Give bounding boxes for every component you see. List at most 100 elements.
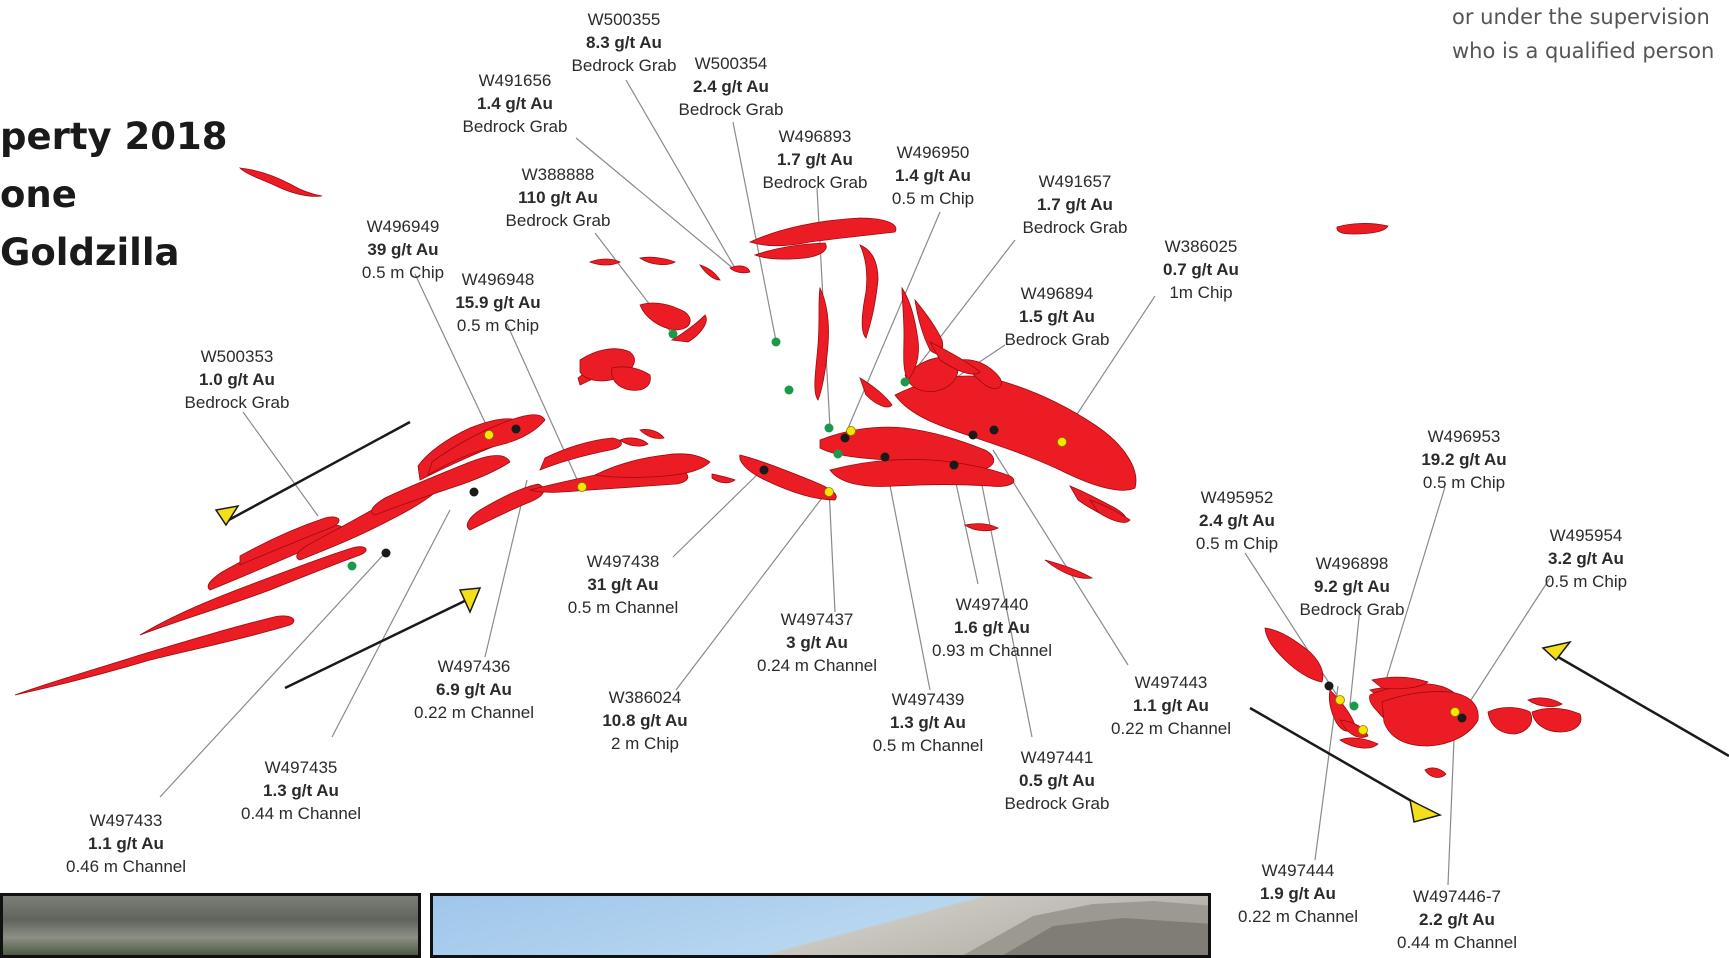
sample-point-yellow — [577, 482, 587, 492]
vein-north-1 — [748, 217, 897, 247]
vein-se-12 — [1424, 767, 1447, 778]
mountain-silhouette — [963, 901, 1208, 955]
sample-point-green — [784, 385, 794, 395]
vein-north-6 — [914, 298, 944, 354]
sample-point-black — [1324, 681, 1334, 691]
sample-id: W497439 — [891, 690, 965, 709]
sample-label: W496893 1.7 g/t Au Bedrock Grab — [763, 125, 868, 194]
sample-id: W388888 — [521, 165, 595, 184]
sample-grade: 19.2 g/t Au — [1421, 450, 1507, 469]
sample-label: W386024 10.8 g/t Au 2 m Chip — [602, 686, 687, 755]
title-line-3: Goldzilla — [0, 231, 180, 274]
sample-grade: 15.9 g/t Au — [455, 293, 541, 312]
sample-type: Bedrock Grab — [1022, 218, 1128, 237]
sample-type: 0.22 m Channel — [1110, 719, 1232, 738]
vein-east-4 — [1044, 559, 1094, 579]
sample-id: W496953 — [1427, 427, 1501, 446]
sample-point-yellow — [484, 430, 494, 440]
vein-west-4 — [239, 516, 340, 566]
sample-points — [347, 329, 1467, 735]
sample-type: 0.5 m Channel — [872, 736, 984, 755]
sample-grade: 1.1 g/t Au — [1133, 696, 1209, 715]
sample-label: W386025 0.7 g/t Au 1m Chip — [1163, 235, 1239, 304]
vein-north-8 — [929, 341, 981, 375]
sample-type: Bedrock Grab — [462, 117, 568, 136]
vein-se-7 — [1381, 691, 1479, 747]
sample-type: 0.5 m Chip — [361, 263, 445, 282]
sample-grade: 1.5 g/t Au — [1019, 307, 1095, 326]
sample-point-green — [900, 377, 910, 387]
sample-type: 0.5 m Channel — [567, 598, 679, 617]
sample-grade: 1.0 g/t Au — [199, 370, 275, 389]
sample-label: W497440 1.6 g/t Au 0.93 m Channel — [932, 593, 1052, 662]
vein-north-4 — [814, 286, 829, 401]
sample-type: 0.93 m Channel — [931, 641, 1053, 660]
sample-point-green — [771, 337, 781, 347]
vein-outcrops — [14, 167, 1582, 778]
sample-grade: 3.2 g/t Au — [1548, 549, 1624, 568]
sample-id: W497440 — [955, 595, 1029, 614]
vein-center-2 — [829, 459, 1015, 487]
sample-grade: 2.4 g/t Au — [1199, 511, 1275, 530]
sample-grade: 1.4 g/t Au — [895, 166, 971, 185]
sample-point-green — [668, 329, 678, 339]
sample-label: W496894 1.5 g/t Au Bedrock Grab — [1005, 282, 1110, 351]
sample-id: W497433 — [89, 811, 163, 830]
sample-point-black — [469, 487, 479, 497]
sample-grade: 2.4 g/t Au — [693, 77, 769, 96]
vein-nw-8 — [639, 429, 665, 439]
strike-arrows — [214, 420, 1729, 823]
vein-north-2 — [753, 242, 827, 260]
disclaimer-line-2: who is a qualified person — [1452, 39, 1715, 63]
sample-id: W495952 — [1200, 488, 1274, 507]
sample-id: W496893 — [778, 127, 852, 146]
sample-grade: 0.5 g/t Au — [1019, 771, 1095, 790]
sample-label: W495954 3.2 g/t Au 0.5 m Chip — [1545, 524, 1627, 593]
sample-id: W500354 — [694, 54, 768, 73]
sample-grade: 0.7 g/t Au — [1163, 260, 1239, 279]
vein-east-3 — [964, 523, 999, 532]
sample-point-yellow — [1335, 695, 1345, 705]
vein-se-6 — [1371, 676, 1429, 690]
sample-type: 0.22 m Channel — [413, 703, 535, 722]
vein-east-2 — [1089, 499, 1131, 523]
vein-se-1 — [1264, 627, 1324, 683]
sample-id: W496948 — [461, 270, 535, 289]
sample-type: Bedrock Grab — [571, 56, 677, 75]
vein-se-8 — [1487, 707, 1532, 735]
sample-point-green — [1349, 701, 1359, 711]
sample-grade: 1.1 g/t Au — [88, 834, 164, 853]
sample-label: W496948 15.9 g/t Au 0.5 m Chip — [455, 268, 540, 337]
vein-nw-7 — [619, 437, 649, 447]
sample-grade: 10.8 g/t Au — [602, 711, 688, 730]
sample-point-yellow — [824, 487, 834, 497]
vein-block-2 — [611, 366, 651, 391]
sample-label: W500355 8.3 g/t Au Bedrock Grab — [572, 8, 677, 77]
sample-grade: 110 g/t Au — [518, 188, 598, 207]
sample-id: W496894 — [1020, 284, 1094, 303]
sample-type: 0.46 m Channel — [65, 857, 187, 876]
vein-nw-far — [238, 167, 323, 197]
vein-ne-1 — [1336, 223, 1389, 235]
sample-label: W497446-7 2.2 g/t Au 0.44 m Channel — [1397, 885, 1517, 954]
sample-id: W496950 — [896, 143, 970, 162]
vein-nw-3 — [699, 264, 721, 281]
sample-label: W496953 19.2 g/t Au 0.5 m Chip — [1421, 425, 1506, 494]
sample-label: W497437 3 g/t Au 0.24 m Channel — [757, 608, 877, 677]
sample-point-black — [381, 548, 391, 558]
sample-grade: 1.3 g/t Au — [890, 713, 966, 732]
vein-mid-4 — [711, 473, 736, 484]
sample-type: Bedrock Grab — [184, 393, 290, 412]
outcrop-photo-left — [0, 893, 421, 958]
sample-grade: 1.7 g/t Au — [1037, 195, 1113, 214]
sample-point-green — [833, 449, 843, 459]
sample-id: W497435 — [264, 758, 338, 777]
title-line-1: perty 2018 — [0, 115, 228, 158]
sample-type: Bedrock Grab — [678, 100, 784, 119]
sample-grade: 31 g/t Au — [587, 575, 659, 594]
sample-point-black — [968, 430, 978, 440]
sample-id: W491657 — [1038, 172, 1112, 191]
sample-grade: 8.3 g/t Au — [586, 33, 662, 52]
sample-label: W497443 1.1 g/t Au 0.22 m Channel — [1111, 671, 1231, 740]
sample-id: W497446-7 — [1413, 887, 1501, 906]
